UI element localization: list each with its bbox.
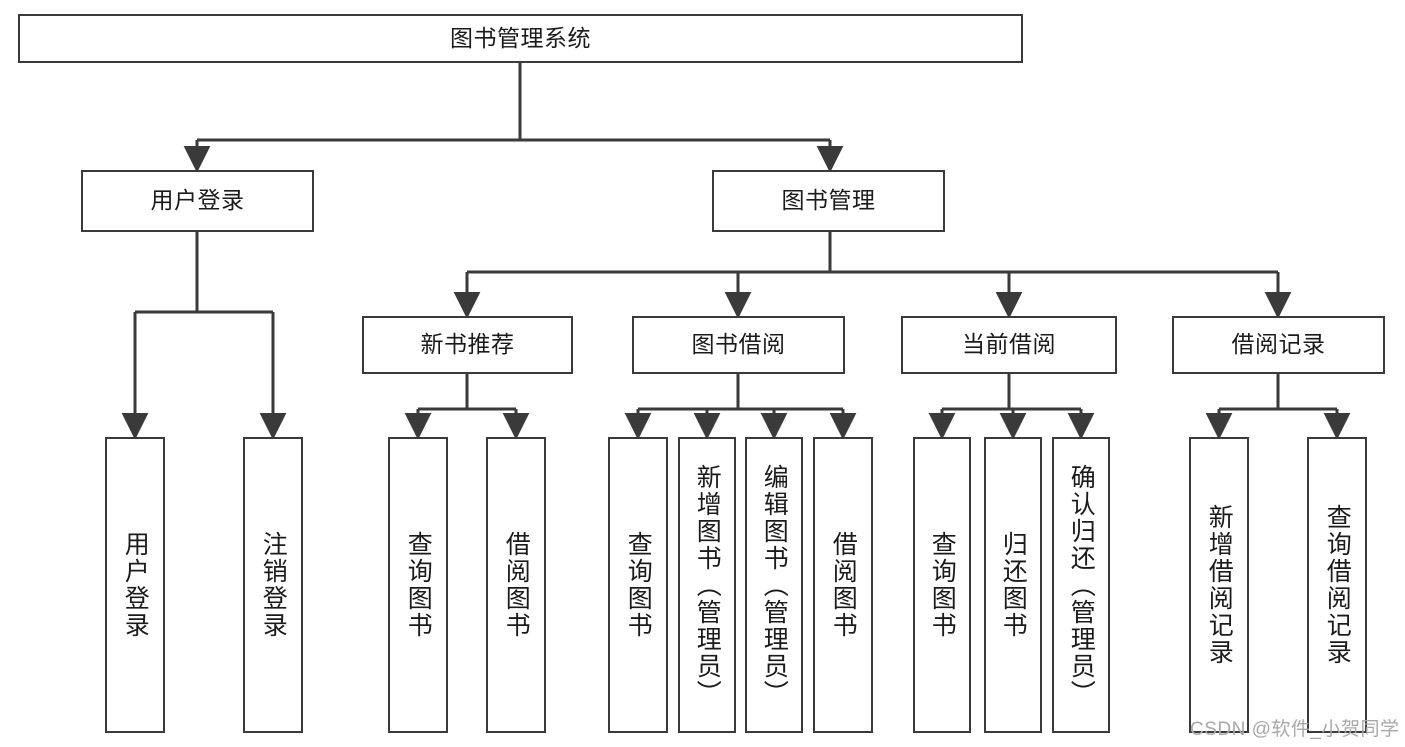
leaf-node-label: 新增借阅记录 xyxy=(1205,504,1234,666)
leaf-node-label: 查询图书 xyxy=(624,531,653,639)
leaf-node[interactable]: 借阅图书 xyxy=(813,437,873,733)
node-new-book-recommend-label: 新书推荐 xyxy=(420,331,515,358)
leaf-node[interactable]: 查询借阅记录 xyxy=(1307,437,1367,733)
leaf-node[interactable]: 新增图书（管理员） xyxy=(678,437,736,733)
leaf-node-label: 确认归还（管理员） xyxy=(1067,464,1096,707)
leaf-node[interactable]: 注销登录 xyxy=(243,437,303,733)
node-current-borrow-label: 当前借阅 xyxy=(962,331,1056,358)
leaf-node-label: 查询借阅记录 xyxy=(1323,504,1352,666)
leaf-node-label: 查询图书 xyxy=(404,531,433,639)
leaf-node-label: 借阅图书 xyxy=(829,531,858,639)
node-current-borrow[interactable]: 当前借阅 xyxy=(901,316,1117,374)
node-user-login[interactable]: 用户登录 xyxy=(81,170,314,232)
leaf-node-label: 新增图书（管理员） xyxy=(693,464,722,707)
node-book-management-label: 图书管理 xyxy=(781,187,876,214)
node-borrow-record-label: 借阅记录 xyxy=(1231,331,1326,358)
leaf-node[interactable]: 归还图书 xyxy=(984,437,1042,733)
leaf-node-label: 用户登录 xyxy=(121,531,150,639)
leaf-node[interactable]: 查询图书 xyxy=(388,437,448,733)
leaf-node-label: 注销登录 xyxy=(259,531,288,639)
leaf-node-label: 查询图书 xyxy=(928,531,957,639)
leaf-node-label: 借阅图书 xyxy=(502,531,531,639)
leaf-node-label: 编辑图书（管理员） xyxy=(760,464,789,707)
node-book-management[interactable]: 图书管理 xyxy=(712,170,945,232)
watermark-text: CSDN @软件_小贺同学 xyxy=(1190,719,1400,740)
node-book-borrow[interactable]: 图书借阅 xyxy=(632,316,845,374)
leaf-node[interactable]: 借阅图书 xyxy=(486,437,546,733)
leaf-node[interactable]: 用户登录 xyxy=(105,437,165,733)
node-user-login-label: 用户登录 xyxy=(150,187,245,214)
node-book-borrow-label: 图书借阅 xyxy=(691,331,786,358)
node-root-label: 图书管理系统 xyxy=(450,24,591,51)
leaf-node[interactable]: 确认归还（管理员） xyxy=(1052,437,1110,733)
leaf-node[interactable]: 查询图书 xyxy=(913,437,971,733)
node-new-book-recommend[interactable]: 新书推荐 xyxy=(362,316,573,374)
leaf-node[interactable]: 编辑图书（管理员） xyxy=(745,437,803,733)
leaf-node-label: 归还图书 xyxy=(999,531,1028,639)
leaf-node[interactable]: 新增借阅记录 xyxy=(1189,437,1249,733)
node-root[interactable]: 图书管理系统 xyxy=(18,14,1023,63)
leaf-node[interactable]: 查询图书 xyxy=(608,437,668,733)
node-borrow-record[interactable]: 借阅记录 xyxy=(1172,316,1385,374)
